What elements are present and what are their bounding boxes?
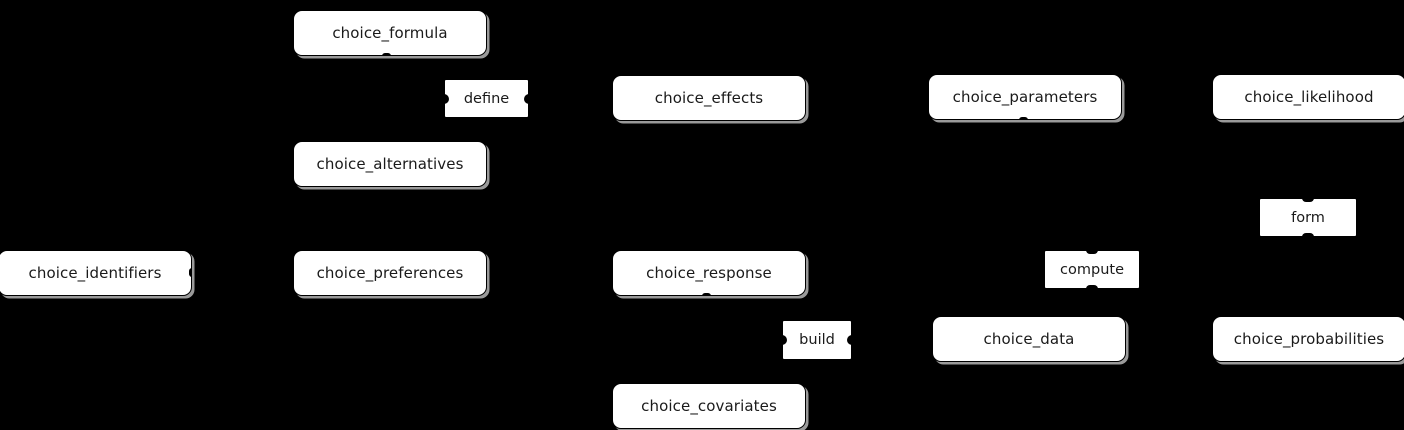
node-choice_preferences[interactable]: choice_preferences [293,250,487,296]
node-label: choice_formula [332,24,448,42]
node-choice_data[interactable]: choice_data [932,316,1126,362]
node-label: choice_response [646,264,772,282]
node-label: choice_identifiers [28,264,162,282]
edge-label-form: form [1260,198,1356,237]
stub-choice_data-top [1021,314,1030,317]
edge-connector-notch-left-icon [782,335,787,345]
edge-connector-notch-right-icon [847,335,852,345]
edge-connector-notch-top-icon [1086,250,1098,254]
stub-choice_probabilities-top [1303,314,1312,317]
edge-connector-notch-left-icon [444,93,449,104]
stub-choice_response-left [610,268,613,277]
edge-label-text: compute [1060,261,1124,278]
edge-connector-notch-right-icon [524,93,529,104]
node-choice_response[interactable]: choice_response [612,250,806,296]
node-choice_probabilities[interactable]: choice_probabilities [1212,316,1404,362]
edge-label-text: form [1291,209,1325,226]
stub-choice_effects-left [610,93,613,102]
node-label: choice_likelihood [1244,88,1374,106]
stub-choice_likelihood-top [1305,72,1314,75]
node-choice_parameters[interactable]: choice_parameters [928,74,1122,120]
stub-choice_alternatives-top [382,139,391,142]
stub-choice_parameters-bottom [1019,117,1028,120]
edge-label-text: define [463,90,510,107]
node-choice_likelihood[interactable]: choice_likelihood [1212,74,1404,120]
edge-connector-notch-bot-icon [1302,233,1314,237]
node-choice_covariates[interactable]: choice_covariates [612,383,806,429]
edge-connector-notch-top-icon [1302,198,1314,202]
stub-choice_preferences-left [291,268,294,277]
node-label: choice_effects [654,89,764,107]
node-label: choice_parameters [952,88,1098,106]
stub-choice_formula-bottom [382,53,391,56]
node-choice_identifiers[interactable]: choice_identifiers [0,250,192,296]
edge-label-text: build [799,332,835,348]
node-choice_formula[interactable]: choice_formula [293,10,487,56]
edge-label-build: build [782,321,852,359]
edge-connector-notch-bot-icon [1086,285,1098,289]
node-label: choice_covariates [641,397,777,415]
edge-label-define: define [444,80,529,117]
node-label: choice_probabilities [1233,330,1385,348]
stub-choice_identifiers-right [189,268,192,277]
node-label: choice_alternatives [316,155,464,173]
node-choice_effects[interactable]: choice_effects [612,75,806,121]
node-label: choice_preferences [316,264,464,282]
node-label: choice_data [983,330,1075,348]
stub-choice_response-bottom [702,293,711,296]
edge-label-compute: compute [1045,250,1139,289]
stub-choice_covariates-top [702,381,711,384]
node-choice_alternatives[interactable]: choice_alternatives [293,141,487,187]
